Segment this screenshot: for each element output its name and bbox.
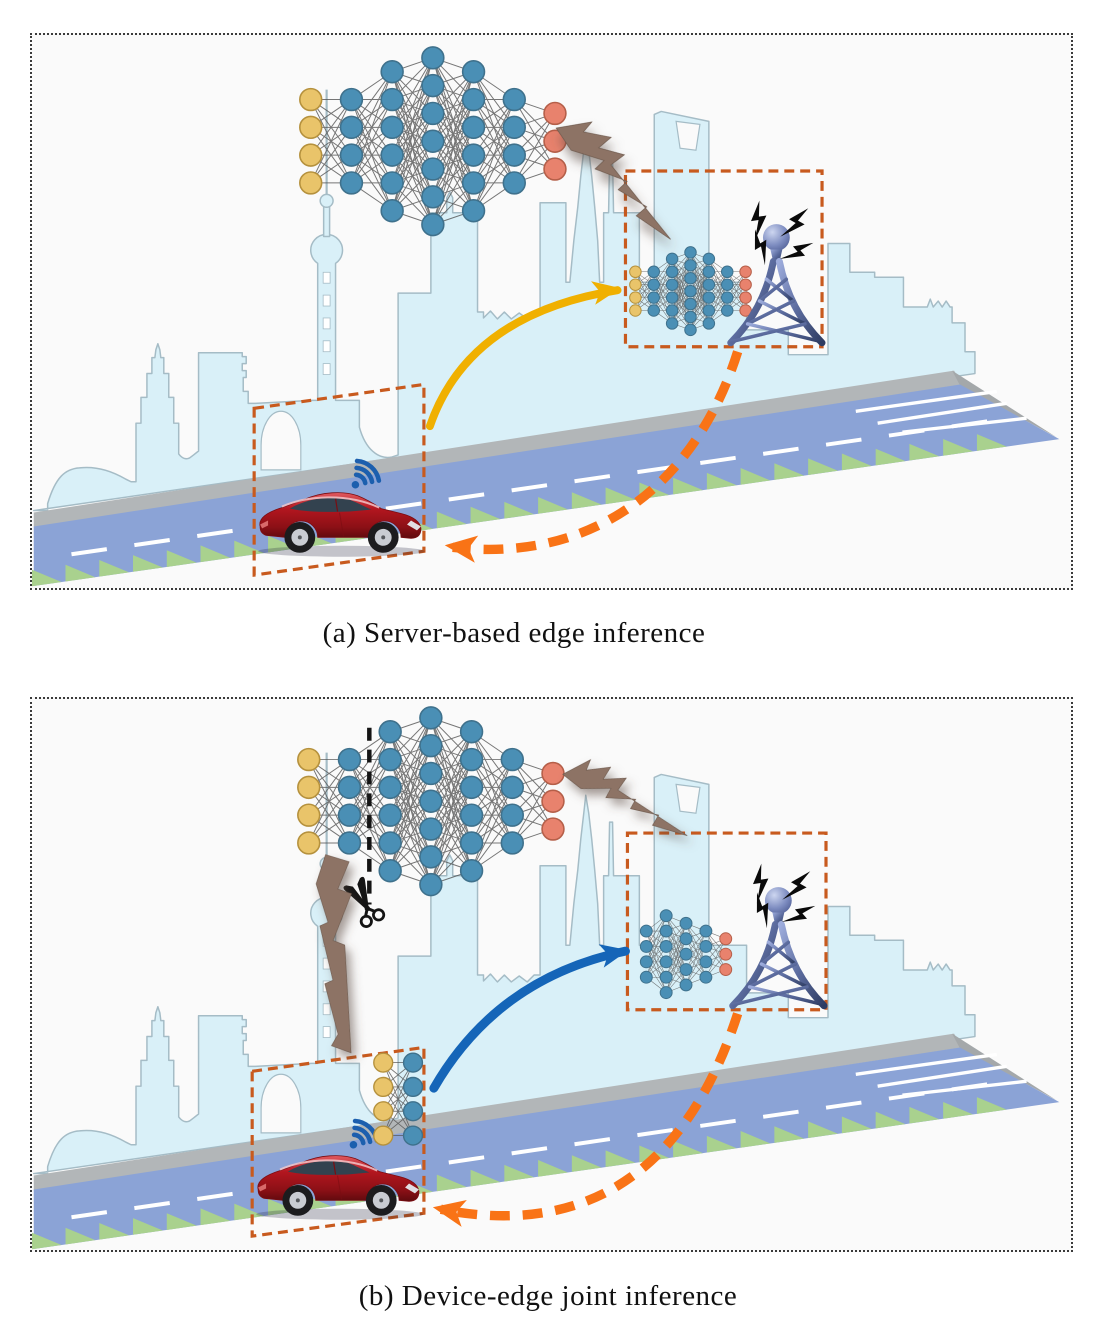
lane-dashed-line (71, 417, 1003, 557)
edge-server-dnn-diagram (629, 246, 752, 337)
caption-b: (b) Device-edge joint inference (358, 1280, 738, 1312)
panel-b-device-edge-joint (30, 697, 1073, 1252)
edge-server-dashed-box (625, 831, 828, 1012)
downlink-arrowhead (443, 531, 479, 563)
uplink-data-arrow (425, 286, 622, 431)
caption-a: (a) Server-based edge inference (322, 617, 706, 649)
road-chevrons (32, 434, 1007, 587)
lane-dashed-line (71, 1080, 1003, 1220)
on-device-subnetwork-diagram (373, 1052, 424, 1146)
panel-a-server-based (30, 33, 1073, 590)
uplink-feature-arrow (429, 946, 630, 1093)
full-dnn-diagram (299, 46, 567, 237)
downlink-result-arrow (439, 1012, 743, 1221)
device-dashed-box (250, 1045, 426, 1238)
edge-server-subnetwork-diagram (639, 909, 733, 1000)
scissors-icon (341, 874, 388, 930)
edge-server-dashed-box (623, 169, 824, 349)
